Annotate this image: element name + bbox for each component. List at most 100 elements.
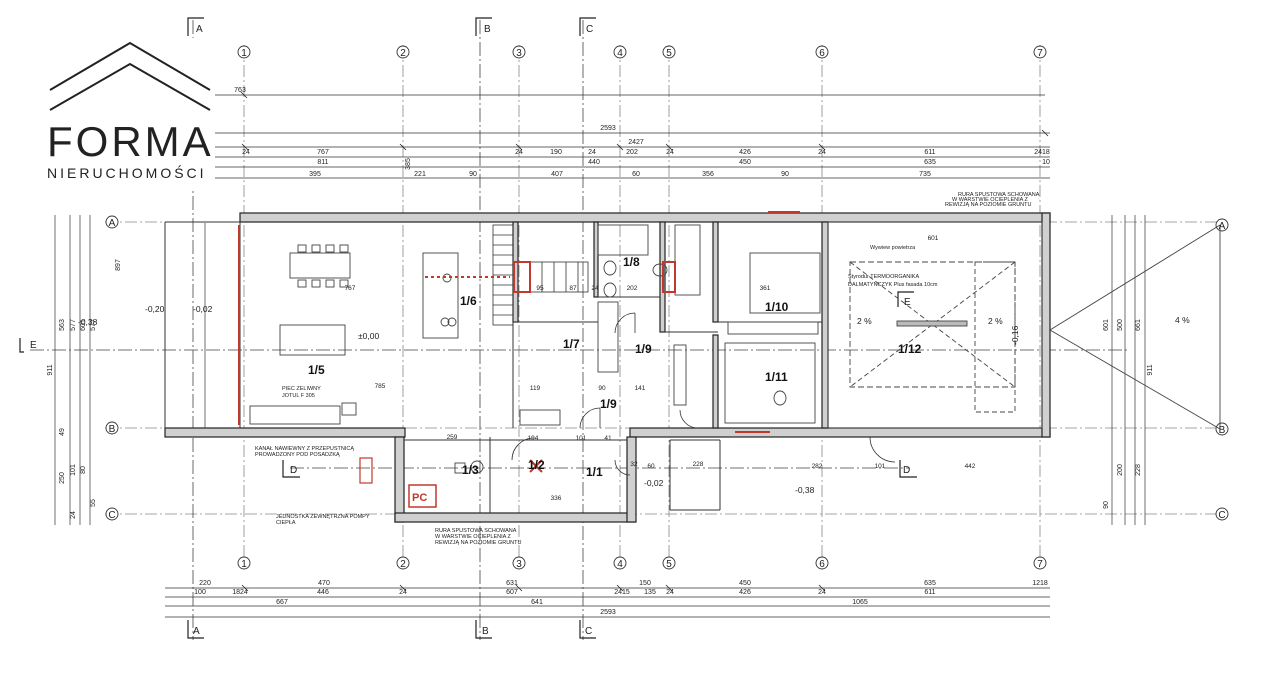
- dim-label: 194: [528, 435, 539, 442]
- stove-model: JOTUL F 305: [282, 393, 315, 399]
- dim-label: 631: [506, 580, 518, 587]
- section-a-bottom: A: [193, 626, 200, 637]
- room-label: 1/7: [563, 337, 580, 351]
- section-d-left: D: [290, 465, 297, 476]
- slope-mark: 2 %: [988, 316, 1003, 326]
- dimension-text-right: 601 500 661 911 200 228 90: [1103, 319, 1154, 509]
- dim-label: 470: [318, 580, 330, 587]
- dim-label: 24: [399, 589, 407, 596]
- doors: [511, 312, 896, 476]
- dim-label: 763: [234, 87, 246, 94]
- dim-label: 1065: [852, 599, 868, 606]
- dim-label: 101: [875, 463, 886, 470]
- grid-row-a: A: [109, 218, 116, 229]
- room-label: 1/8: [623, 255, 640, 269]
- dimension-text-bottom: 220 470 631 150 450 635 1218 100 1824 44…: [194, 580, 1048, 616]
- dim-label: 426: [739, 589, 751, 596]
- dim-label: 24: [515, 149, 523, 156]
- logo-tagline: NIERUCHOMOŚCI: [47, 165, 207, 181]
- dim-label: 1218: [1032, 580, 1048, 587]
- logo-name: FORMA: [47, 118, 214, 165]
- dim-label: 2593: [600, 125, 616, 132]
- dim-label: 90: [781, 171, 789, 178]
- level-mark: -0,02: [193, 304, 213, 314]
- section-markers: [19, 17, 917, 639]
- grid-label-7-bottom: 7: [1037, 559, 1043, 570]
- dim-label: 24: [666, 149, 674, 156]
- dim-label: 667: [276, 599, 288, 606]
- dim-label: 911: [1147, 364, 1154, 375]
- dim-label: 395: [309, 171, 321, 178]
- section-a-top: A: [196, 24, 203, 35]
- dim-label: 577: [90, 319, 97, 331]
- dim-label: 635: [924, 580, 936, 587]
- levels: ±0,00 -0,02 -0,20 -0,38 -0,02 -0,38 -0,1…: [78, 304, 1190, 495]
- grid-labels: 1 2 3 4 5 6 7 1 2 3 4 5 6 7 A B C A B C: [108, 48, 1225, 570]
- section-letters: A B C A B C E E D D: [30, 24, 911, 637]
- terrace: [827, 221, 1221, 430]
- dimension-text-top: 763 2593 2427 24 767 24 190 24 202 24 42…: [234, 87, 1050, 178]
- dim-label: 24: [70, 511, 77, 519]
- dim-label: 767: [317, 149, 329, 156]
- staircase: [492, 224, 589, 326]
- dim-label: 55: [90, 499, 97, 507]
- dim-label: 200: [1117, 464, 1124, 476]
- dimension-ticks: [240, 91, 1049, 592]
- walls: [164, 212, 1051, 523]
- dim-label: 442: [965, 463, 976, 470]
- dim-label: 150: [639, 580, 651, 587]
- grid-label-1-bottom: 1: [241, 559, 247, 570]
- dim-label: 101: [70, 464, 77, 476]
- slope-mark: 2 %: [857, 316, 872, 326]
- grid-label-3-bottom: 3: [516, 559, 522, 570]
- dim-label: 24: [818, 149, 826, 156]
- dim-label: 450: [739, 580, 751, 587]
- room-label: 1/1: [586, 465, 603, 479]
- dim-label: 250: [59, 472, 66, 484]
- dim-label: 641: [531, 599, 543, 606]
- downpipe-note: RURA SPUSTOWA SCHOWANA: [958, 192, 1040, 198]
- dim-label: 897: [115, 259, 122, 271]
- dim-label: 735: [919, 171, 931, 178]
- grid-label-6: 6: [819, 48, 825, 59]
- dim-label: 2427: [628, 139, 644, 146]
- room-label: 1/9: [600, 397, 617, 411]
- dim-label: 2593: [600, 609, 616, 616]
- dim-label: 446: [317, 589, 329, 596]
- level-mark: -0,16: [1010, 325, 1020, 345]
- downpipe-note-b: RURA SPUSTOWA SCHOWANA: [435, 528, 517, 534]
- grid-label-3: 3: [516, 48, 522, 59]
- window-note: Wywiew powietrza: [870, 245, 916, 251]
- dim-label: 41: [604, 435, 612, 442]
- dim-label: 24: [591, 285, 599, 292]
- dim-label: 32: [630, 461, 638, 468]
- dimension-lines: [54, 94, 1146, 618]
- dim-label: 577: [70, 319, 77, 331]
- grid-row-c: C: [108, 510, 115, 521]
- grid-label-2: 2: [400, 48, 406, 59]
- dim-label: 24: [666, 589, 674, 596]
- dim-label: 228: [1135, 464, 1142, 476]
- red-marks: [238, 211, 800, 508]
- section-b-top: B: [484, 24, 491, 35]
- dim-label: 563: [59, 319, 66, 331]
- downpipe-note-2: W WARSTWIE OCIEPLENIA Z: [952, 197, 1029, 203]
- dim-label: 60: [647, 463, 655, 470]
- dim-label: 135: [644, 589, 656, 596]
- dim-label: 811: [317, 159, 328, 166]
- annotations: PIEC ZELIWNY JOTUL F 305 Wywiew powietrz…: [255, 192, 1040, 546]
- grid-label-7: 7: [1037, 48, 1043, 59]
- dim-label: 24: [588, 149, 596, 156]
- heatpump-note-2: CIEPŁA: [276, 520, 296, 526]
- dim-label: 635: [924, 159, 936, 166]
- dim-label: 336: [551, 495, 562, 502]
- section-lines: [30, 20, 1130, 640]
- dimension-text-left: 563 577 601 577 897 49 911 250 80 55 101…: [47, 259, 122, 519]
- grid-row-b-right: B: [1219, 425, 1226, 436]
- grid-label-5-bottom: 5: [666, 559, 672, 570]
- dim-label: 2418: [1034, 149, 1050, 156]
- dim-label: 228: [693, 461, 704, 468]
- dim-label: 24: [818, 589, 826, 596]
- terrace-note-2: DALMATYŃCZYK Plus fasada 10cm: [848, 281, 938, 288]
